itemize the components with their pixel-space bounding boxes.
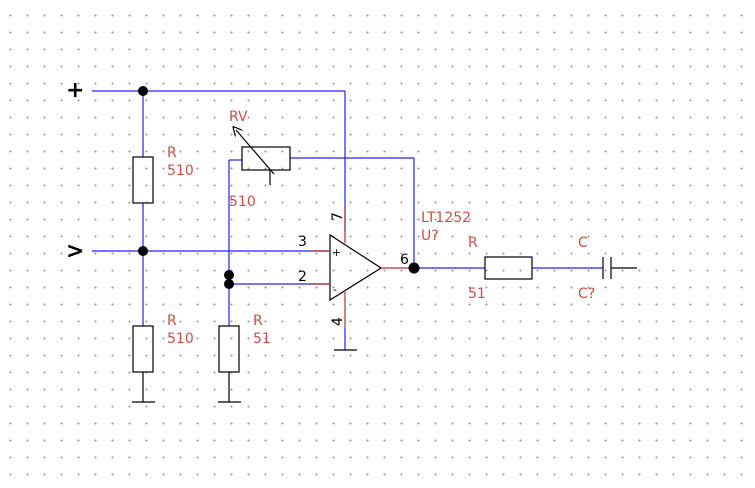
pin-2-label: 2 <box>298 269 307 285</box>
input-port-label: > <box>66 239 84 264</box>
resistor-r-bottom <box>132 325 154 373</box>
junction-dot-pin2 <box>224 279 234 289</box>
rv-adjust-arrow-icon <box>236 130 275 175</box>
junction-dot-feedback <box>224 270 234 280</box>
c-value: C? <box>578 286 595 302</box>
junction-dot-supply <box>138 86 148 96</box>
resistor-r-ground <box>218 325 240 373</box>
r-out-ref: R <box>468 235 478 251</box>
junction-dot-output <box>408 262 420 274</box>
pin-4-label: 4 <box>330 317 346 326</box>
opamp-ref: U? <box>421 228 439 244</box>
junction-dot-input <box>138 246 148 256</box>
r-out-value: 51 <box>468 286 486 302</box>
c-ref: C <box>578 235 588 251</box>
pin-6-label: 6 <box>400 252 409 268</box>
opamp-plus-sign: + <box>332 246 341 259</box>
rv-value: 510 <box>229 194 256 210</box>
opamp-part: LT1252 <box>421 210 471 226</box>
r-top-ref: R <box>167 145 177 161</box>
pin-3-label: 3 <box>298 234 307 250</box>
resistor-r-top <box>132 156 154 204</box>
r-bottom-value: 510 <box>167 331 194 347</box>
r-ground-value: 51 <box>253 331 271 347</box>
plus-port-label: + <box>66 78 84 103</box>
r-ground-ref: R <box>253 313 263 329</box>
pin-7-label: 7 <box>330 212 346 221</box>
potentiometer-rv <box>241 146 291 171</box>
r-bottom-ref: R <box>167 313 177 329</box>
rv-ref: RV <box>229 109 248 125</box>
resistor-r-out <box>484 256 533 280</box>
opamp-triangle <box>329 233 383 302</box>
r-top-value: 510 <box>167 163 194 179</box>
opamp-minus-sign: - <box>333 283 337 296</box>
